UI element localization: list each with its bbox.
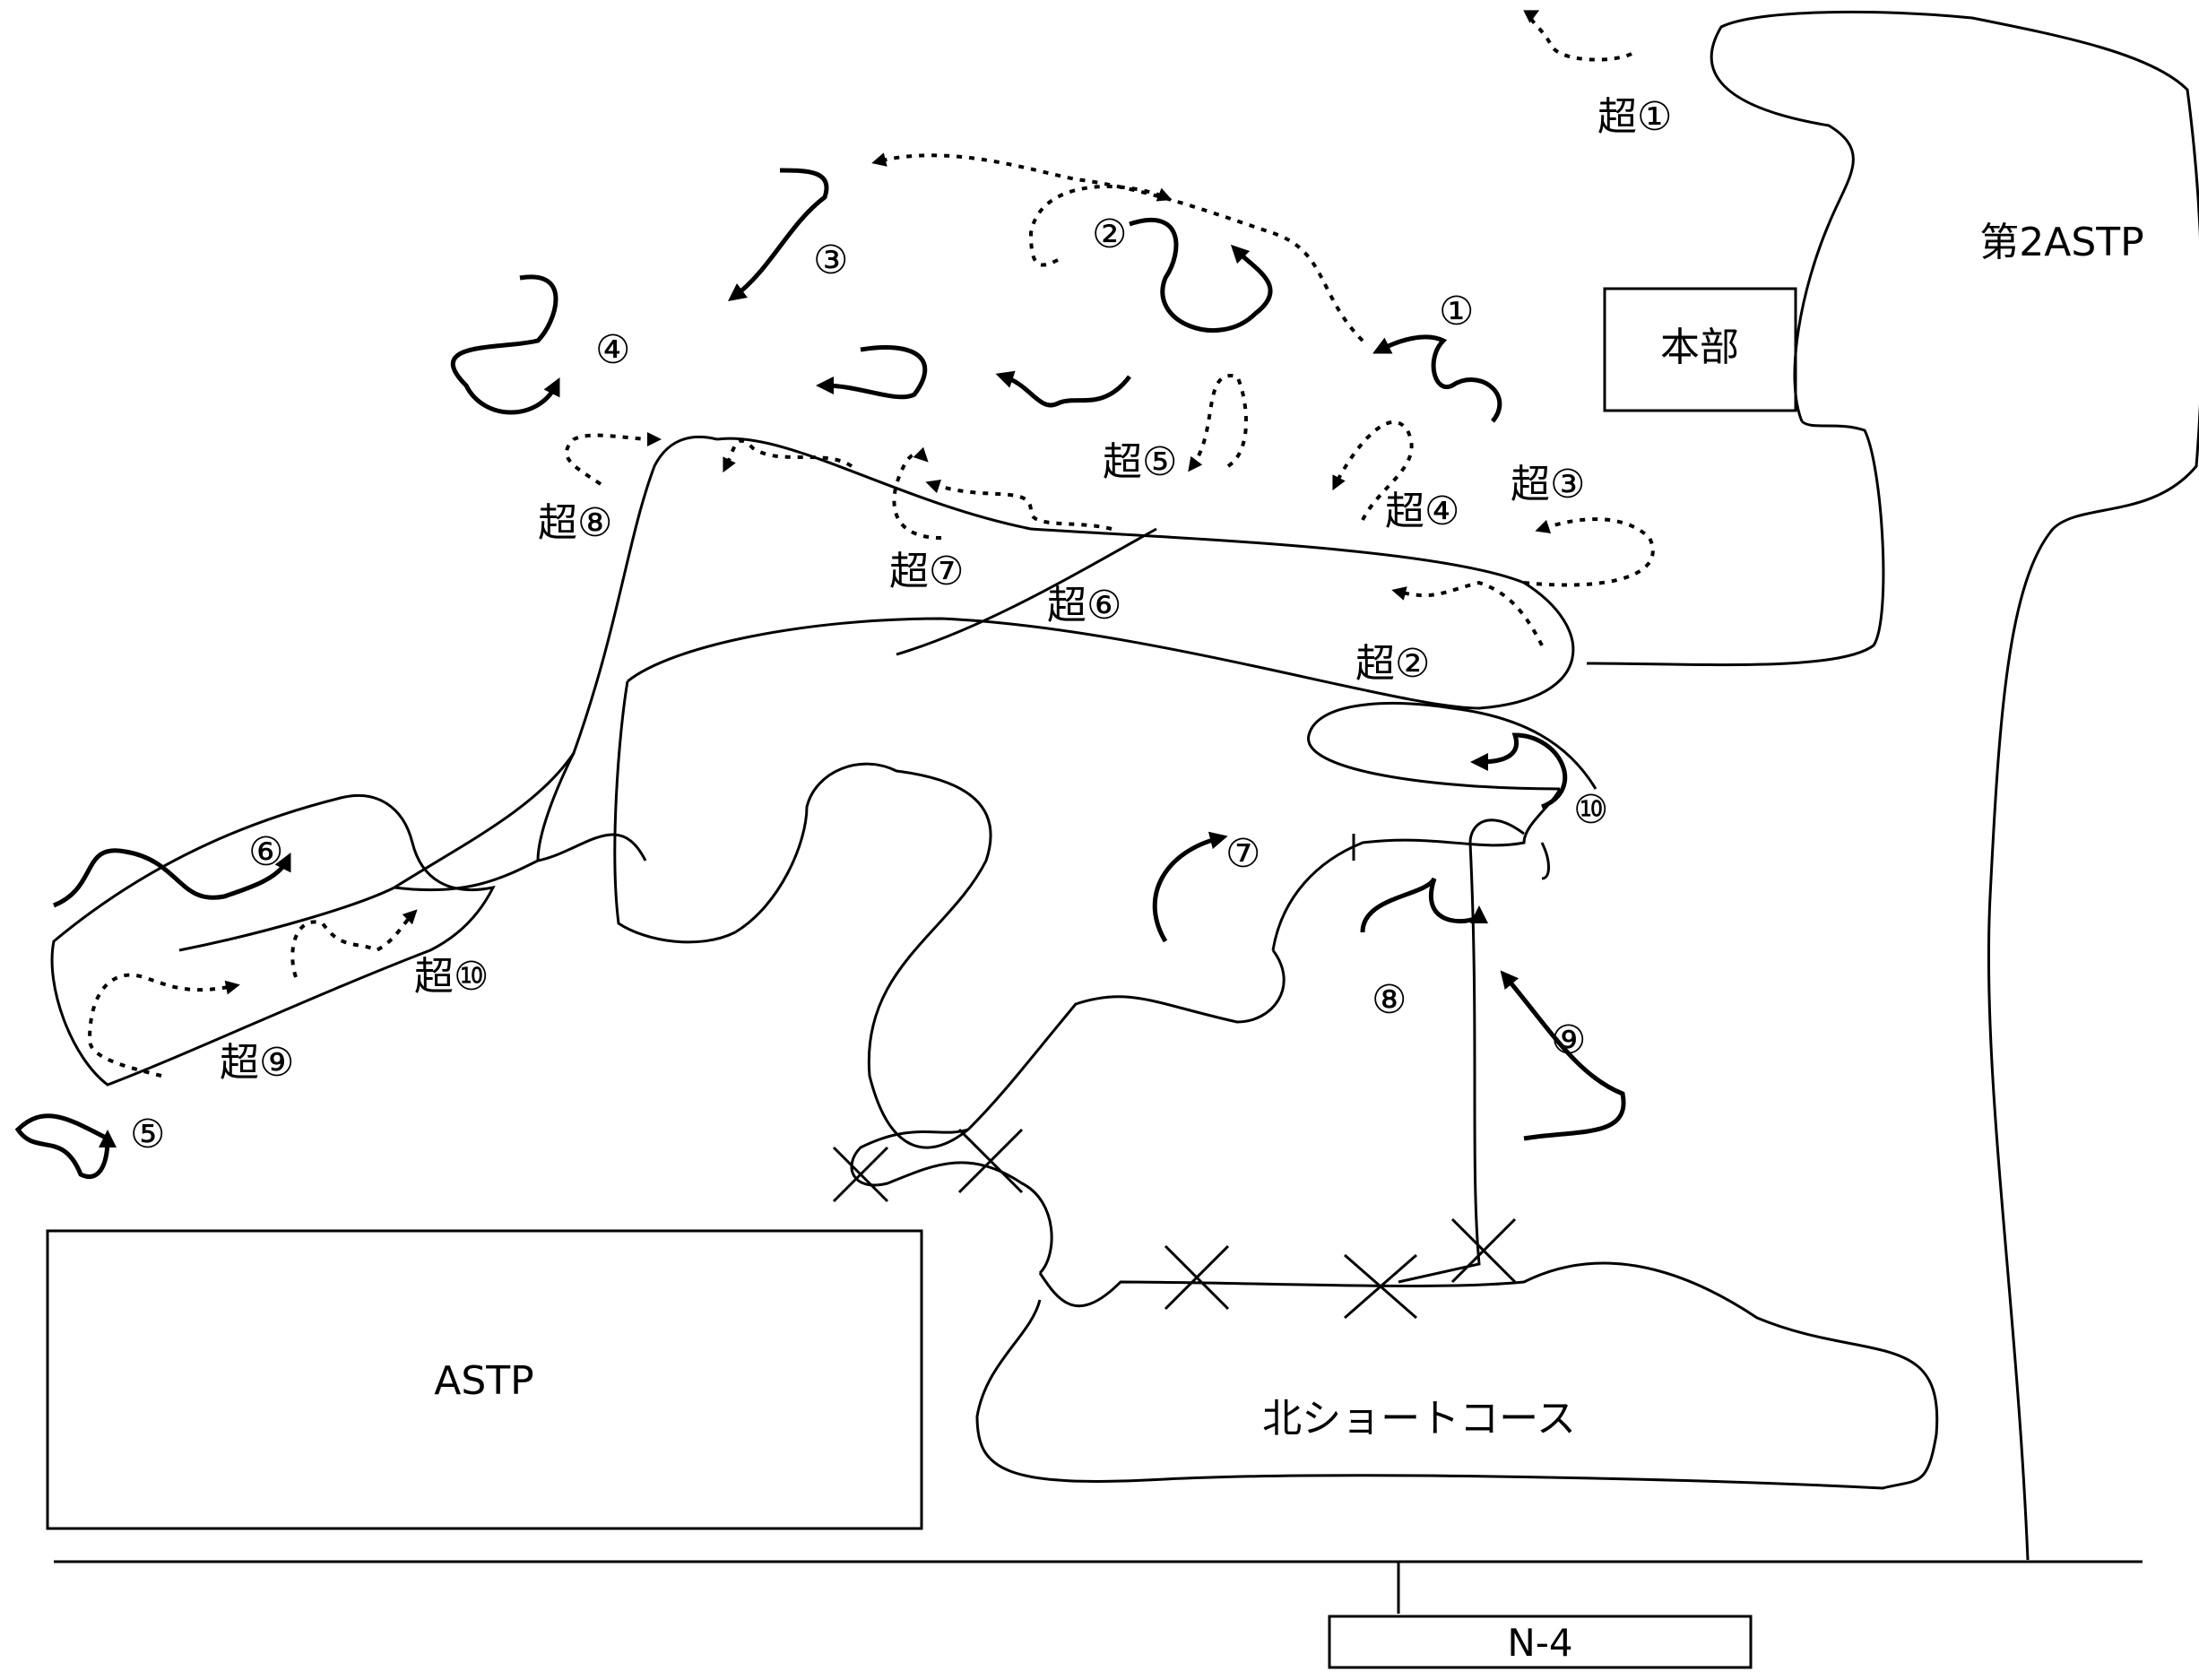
marker-10: ⑩ (1573, 787, 1608, 833)
super-marker-4: 超④ (1385, 489, 1459, 534)
marker-4: ④ (595, 327, 630, 373)
marker-3: ③ (813, 238, 848, 283)
honbu-label: 本部 (1660, 325, 1739, 370)
n4-box (1328, 1615, 1753, 1669)
super-marker-2: 超② (1355, 641, 1430, 687)
honbu-building (1603, 287, 1797, 412)
marker-1: ① (1439, 289, 1474, 334)
marker-7: ⑦ (1225, 831, 1260, 877)
super-marker-3: 超③ (1511, 462, 1585, 507)
course-number-labels: ① ② ③ ④ ⑤ ⑥ ⑦ ⑧ ⑨ ⑩ (130, 212, 1608, 1157)
marker-8: ⑧ (1372, 977, 1407, 1023)
astp2-label: 第2ASTP (1979, 220, 2143, 265)
road-network (50, 10, 2199, 1614)
astp-building (46, 1229, 923, 1530)
super-marker-9: 超⑨ (220, 1040, 294, 1086)
super-marker-6: 超⑥ (1047, 583, 1121, 628)
astp-label: ASTP (434, 1358, 533, 1404)
marker-5: ⑤ (130, 1112, 165, 1157)
marker-6: ⑥ (248, 829, 283, 875)
super-marker-10: 超⑩ (414, 954, 489, 1000)
super-marker-5: 超⑤ (1103, 439, 1177, 485)
marker-9: ⑨ (1551, 1018, 1586, 1063)
super-marker-8: 超⑧ (538, 500, 612, 546)
super-marker-1: 超① (1597, 94, 1672, 140)
north-short-course-label: 北ショートコース (1262, 1396, 1576, 1442)
super-marker-7: 超⑦ (889, 549, 964, 594)
super-course-labels: 超① 超② 超③ 超④ 超⑤ 超⑥ 超⑦ 超⑧ 超⑨ 超⑩ (220, 94, 1672, 1086)
marker-2: ② (1092, 212, 1127, 257)
course-legs (14, 168, 1626, 1179)
x-marks (832, 1128, 1517, 1320)
n4-label: N-4 (1507, 1621, 1572, 1665)
super-legs (87, 10, 1655, 1078)
